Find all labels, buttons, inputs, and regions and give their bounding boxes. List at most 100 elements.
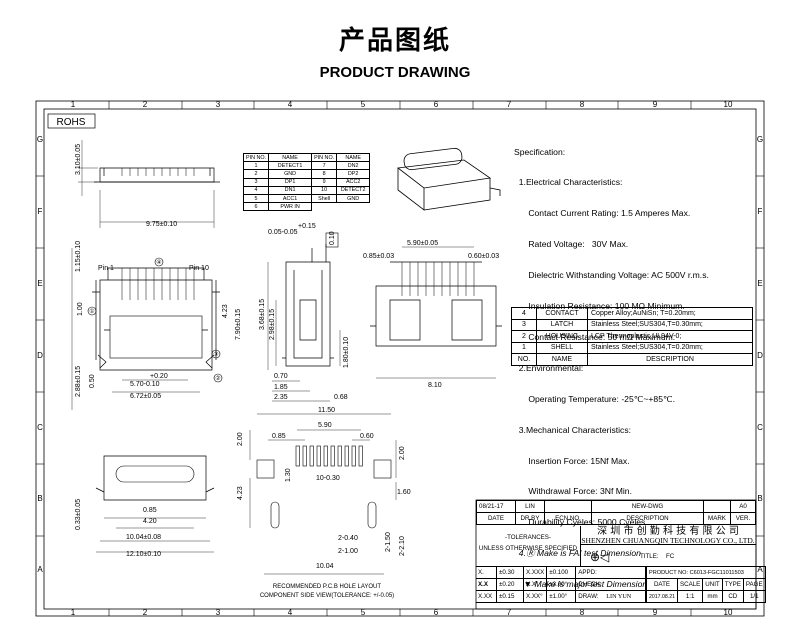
pin-head: NAME — [268, 152, 313, 163]
info-val: 1/1 — [742, 590, 766, 603]
callout-3: ③ — [213, 351, 218, 358]
spec-line: 2.Environmental: — [514, 362, 584, 373]
dim-1.15: 1.15±0.10 — [75, 241, 82, 272]
pin-cell: GND — [336, 193, 371, 204]
view-top-side — [78, 140, 220, 228]
view-bottom — [95, 455, 215, 553]
draw-label: DRAW: — [578, 593, 599, 600]
col-label: 8 — [580, 100, 585, 109]
pin-cell — [312, 203, 337, 211]
info-table: PRODUCT NO: C6013-FGC11011503 DATE SCALE… — [646, 566, 766, 603]
callout-circles — [87, 257, 223, 383]
pcb-10-0.30: 10-0.30 — [316, 475, 340, 482]
product-no: C6013-FGC11011503 — [689, 569, 744, 576]
dim-5.90: 5.90±0.05 — [407, 240, 438, 247]
pin-cell: DN2 — [336, 161, 371, 171]
pin-cell: GND — [268, 169, 313, 179]
rev-cell — [703, 500, 731, 513]
callout-1: ① — [89, 308, 94, 315]
rev-cell: A0 — [730, 500, 756, 513]
pin-cell: DP1 — [268, 177, 313, 187]
info-val: 2017.08.21 — [646, 590, 678, 603]
row-label: E — [37, 279, 42, 288]
dim-b-4.20: 4.20 — [143, 518, 157, 525]
col-label: 1 — [71, 608, 76, 617]
page-title-cn: 产品图纸 — [338, 26, 451, 56]
frame-ticks — [36, 101, 764, 616]
row-label: C — [37, 423, 43, 432]
dim-6.72: 6.72±0.05 — [130, 393, 161, 400]
pin-cell: Shell — [311, 193, 338, 204]
unless-label: UNLESS OTHERWISE SPECIFIED — [478, 545, 578, 552]
dim-b-12.10: 12.10±0.10 — [126, 551, 161, 558]
parts-cell: SHELL — [536, 341, 588, 354]
view-isometric — [396, 147, 501, 211]
tol-cell: ±3.00° — [546, 578, 577, 591]
col-label: 3 — [216, 608, 221, 617]
col-label: 9 — [653, 100, 658, 109]
col-label: 10 — [724, 100, 733, 109]
spec-line: 3.Mechanical Characteristics: — [514, 424, 632, 435]
col-label: 5 — [361, 608, 366, 617]
pin-cell: 1 — [242, 161, 270, 171]
tol-cell: DRAW: LIN YUN — [575, 590, 646, 603]
parts-cell: CONTACT — [536, 307, 588, 320]
rev-cell: LIN — [515, 500, 545, 513]
parts-cell: 4 — [511, 307, 537, 320]
parts-cell: Stainless Steel;SUS304,T=0.20mm; — [587, 341, 753, 354]
drawer-name: LIN YUN — [606, 593, 632, 600]
row-label: G — [757, 135, 763, 144]
tolerance-header: -TOLERANCES- UNLESS OTHERWISE SPECIFIED — [476, 526, 581, 566]
dim-b-0.33: 0.33±0.05 — [75, 499, 82, 530]
col-label: 10 — [724, 608, 733, 617]
pcb-1.30: 1.30 — [285, 468, 292, 482]
pin-cell: 10 — [311, 185, 338, 195]
tolerance-table: X. ±0.30 X.XXX ±0.100 APPD: X.X ±0.20 X.… — [476, 566, 646, 603]
spec-line: Withdrawal Force: 3Nf Min. — [514, 486, 632, 497]
col-label: 6 — [434, 608, 439, 617]
parts-cell: NO. — [511, 353, 537, 366]
pcb-11.50: 11.50 — [318, 407, 335, 414]
spec-line: Insertion Force: 15Nf Max. — [514, 455, 630, 466]
spec-line: Specification: — [514, 146, 566, 157]
pin-cell: 6 — [242, 202, 270, 212]
ruler-columns: 1 2 3 4 5 6 7 8 9 10 1 2 3 4 5 6 7 8 9 1… — [71, 100, 733, 617]
parts-cell: Copper Alloy;AuNiSn; T=0.20mm; — [587, 307, 753, 320]
title-row: ⊕◁ TITLE: FC — [580, 548, 756, 566]
side-dims: +0.15 0.05-0.05 0.10 3.68±0.15 2.98±0.15… — [259, 223, 350, 401]
pin-head: PIN NO. — [311, 152, 338, 163]
parts-cell: Stainless Steel;SUS304,T=0.30mm; — [587, 318, 753, 331]
col-label: 4 — [288, 608, 293, 617]
dim-3.68: 3.68±0.15 — [259, 299, 266, 330]
callout-2: ② — [215, 375, 220, 382]
rohs-label: ROHS — [57, 117, 86, 128]
dim-2.98: 2.98±0.15 — [269, 309, 276, 340]
dim-8.10: 8.10 — [428, 382, 442, 389]
row-label: D — [37, 351, 43, 360]
tol-cell: X.X° — [522, 578, 548, 591]
tol-cell: X. — [476, 566, 497, 579]
rev-head: VER. — [730, 512, 756, 525]
pin-cell: 7 — [311, 161, 338, 171]
rev-head: DR.BY — [515, 512, 545, 525]
col-label: 7 — [507, 100, 512, 109]
page-title-en: PRODUCT DRAWING — [319, 64, 471, 81]
view-pcb-layout — [249, 413, 397, 575]
pcb-4.23: 4.23 — [237, 486, 244, 500]
pin-head: PIN NO. — [242, 152, 270, 163]
dim-1.80: 1.80±0.10 — [343, 337, 350, 368]
row-label: B — [757, 494, 762, 503]
tol-cell: APPD: — [575, 566, 646, 579]
pin10-label: Pin 10 — [189, 265, 209, 272]
projection-symbol-icon: ⊕◁ — [590, 550, 610, 564]
row-label: G — [37, 135, 43, 144]
callout-labels: ④ ① ③ ② — [89, 259, 220, 382]
company-block: 深 圳 市 创 勤 科 技 有 限 公 司 SHENZHEN CHUANGQIN… — [580, 526, 756, 545]
pin-cell: ACC2 — [336, 177, 371, 187]
dim-b-0.85: 0.85 — [143, 507, 157, 514]
pin-cell: PWR IN — [268, 202, 313, 212]
specification-block: Specification: 1.Electrical Characterist… — [514, 126, 709, 600]
col-label: 7 — [507, 608, 512, 617]
tol-cell: X.X — [476, 578, 497, 591]
info-head: DATE — [646, 578, 678, 591]
